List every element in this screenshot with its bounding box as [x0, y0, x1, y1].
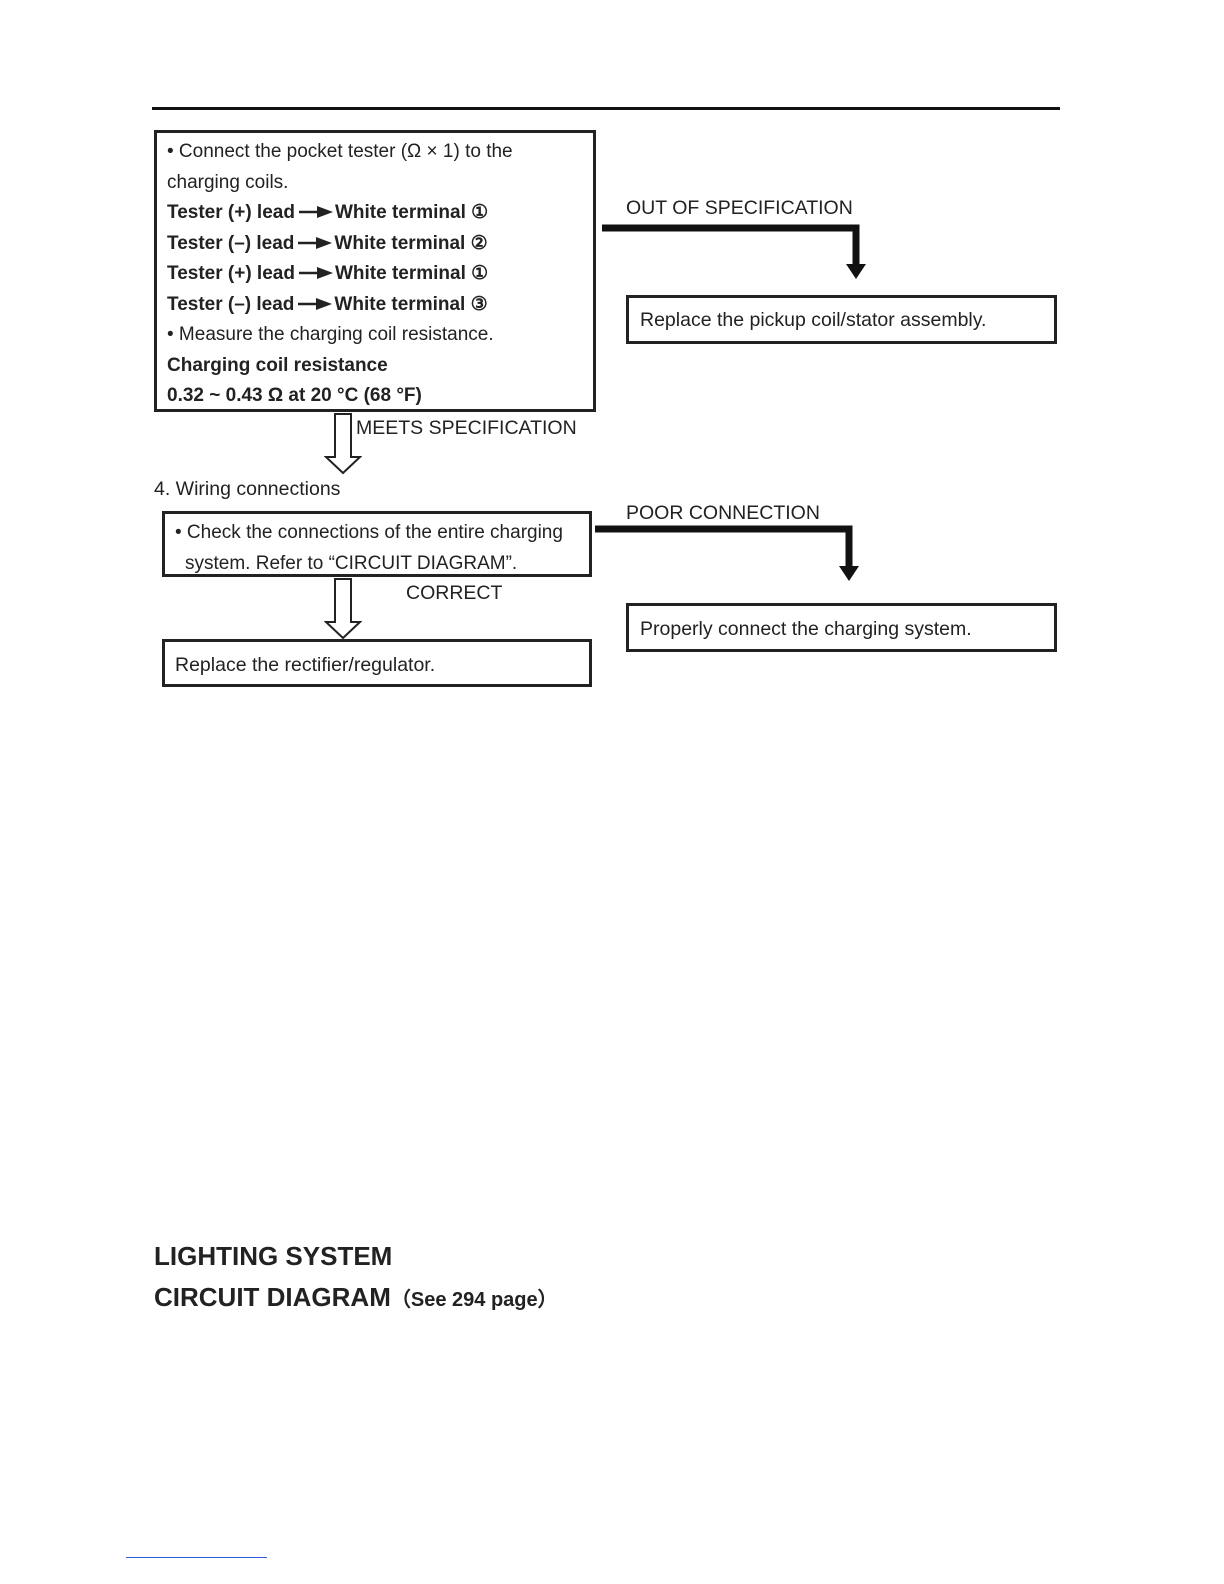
lighting-system-heading: LIGHTING SYSTEM [154, 1241, 393, 1271]
tester-row-4: Tester (–) lead White terminal ③ [167, 290, 593, 321]
instruction-line: • Connect the pocket tester (Ω × 1) to t… [167, 141, 513, 162]
down-arrow-icon [324, 578, 362, 640]
wiring-heading: 4. Wiring connections [154, 478, 341, 500]
check-connections-box: • Check the connections of the entire ch… [162, 511, 592, 577]
page-reference: （See 294 page） [390, 1289, 558, 1311]
terminal: White terminal ① [334, 263, 489, 284]
terminal: White terminal ③ [334, 293, 488, 315]
right-arrow-icon [298, 236, 333, 249]
down-arrow-icon [324, 413, 362, 475]
replace-pickup-text: Replace the pickup coil/stator assembly. [640, 309, 987, 331]
replace-rectifier-text: Replace the rectifier/regulator. [175, 654, 436, 676]
terminal: White terminal ① [334, 202, 489, 223]
poor-connection-label: POOR CONNECTION [626, 502, 820, 524]
spec-title: Charging coil resistance [167, 354, 388, 376]
out-of-spec-label: OUT OF SPECIFICATION [626, 197, 853, 219]
right-arrow-icon [298, 297, 333, 310]
check-line-1: • Check the connections of the entire ch… [175, 522, 563, 543]
branch-arrow-icon [595, 525, 859, 581]
tester-lead: Tester (+) lead [167, 202, 295, 223]
charging-coil-test-box: • Connect the pocket tester (Ω × 1) to t… [154, 130, 596, 412]
tester-row-2: Tester (–) lead White terminal ② [167, 229, 593, 260]
tester-lead: Tester (–) lead [167, 232, 295, 254]
circuit-diagram-title: CIRCUIT DIAGRAM [154, 1282, 391, 1312]
properly-connect-text: Properly connect the charging system. [640, 618, 972, 640]
tester-row-3: Tester (+) lead White terminal ① [167, 259, 593, 290]
tester-lead: Tester (–) lead [167, 293, 295, 315]
replace-rectifier-box: Replace the rectifier/regulator. [162, 639, 592, 687]
branch-arrow-icon [602, 224, 866, 279]
right-arrow-icon [298, 206, 333, 218]
right-arrow-icon [298, 267, 333, 279]
replace-pickup-box: Replace the pickup coil/stator assembly. [626, 295, 1057, 344]
instruction-line: charging coils. [167, 171, 289, 193]
measure-instruction: • Measure the charging coil resistance. [167, 324, 494, 345]
tester-lead: Tester (+) lead [167, 263, 295, 284]
meets-spec-label: MEETS SPECIFICATION [356, 417, 577, 439]
correct-label: CORRECT [406, 582, 503, 604]
terminal: White terminal ② [334, 232, 488, 254]
tester-row-1: Tester (+) lead White terminal ① [167, 198, 593, 229]
properly-connect-box: Properly connect the charging system. [626, 603, 1057, 652]
circuit-diagram-heading: CIRCUIT DIAGRAM（See 294 page） [154, 1282, 558, 1313]
spec-value: 0.32 ~ 0.43 Ω at 20 °C (68 °F) [167, 385, 422, 406]
check-line-2: system. Refer to “CIRCUIT DIAGRAM”. [185, 552, 518, 574]
header-rule [152, 107, 1060, 110]
footer-line [126, 1557, 267, 1558]
